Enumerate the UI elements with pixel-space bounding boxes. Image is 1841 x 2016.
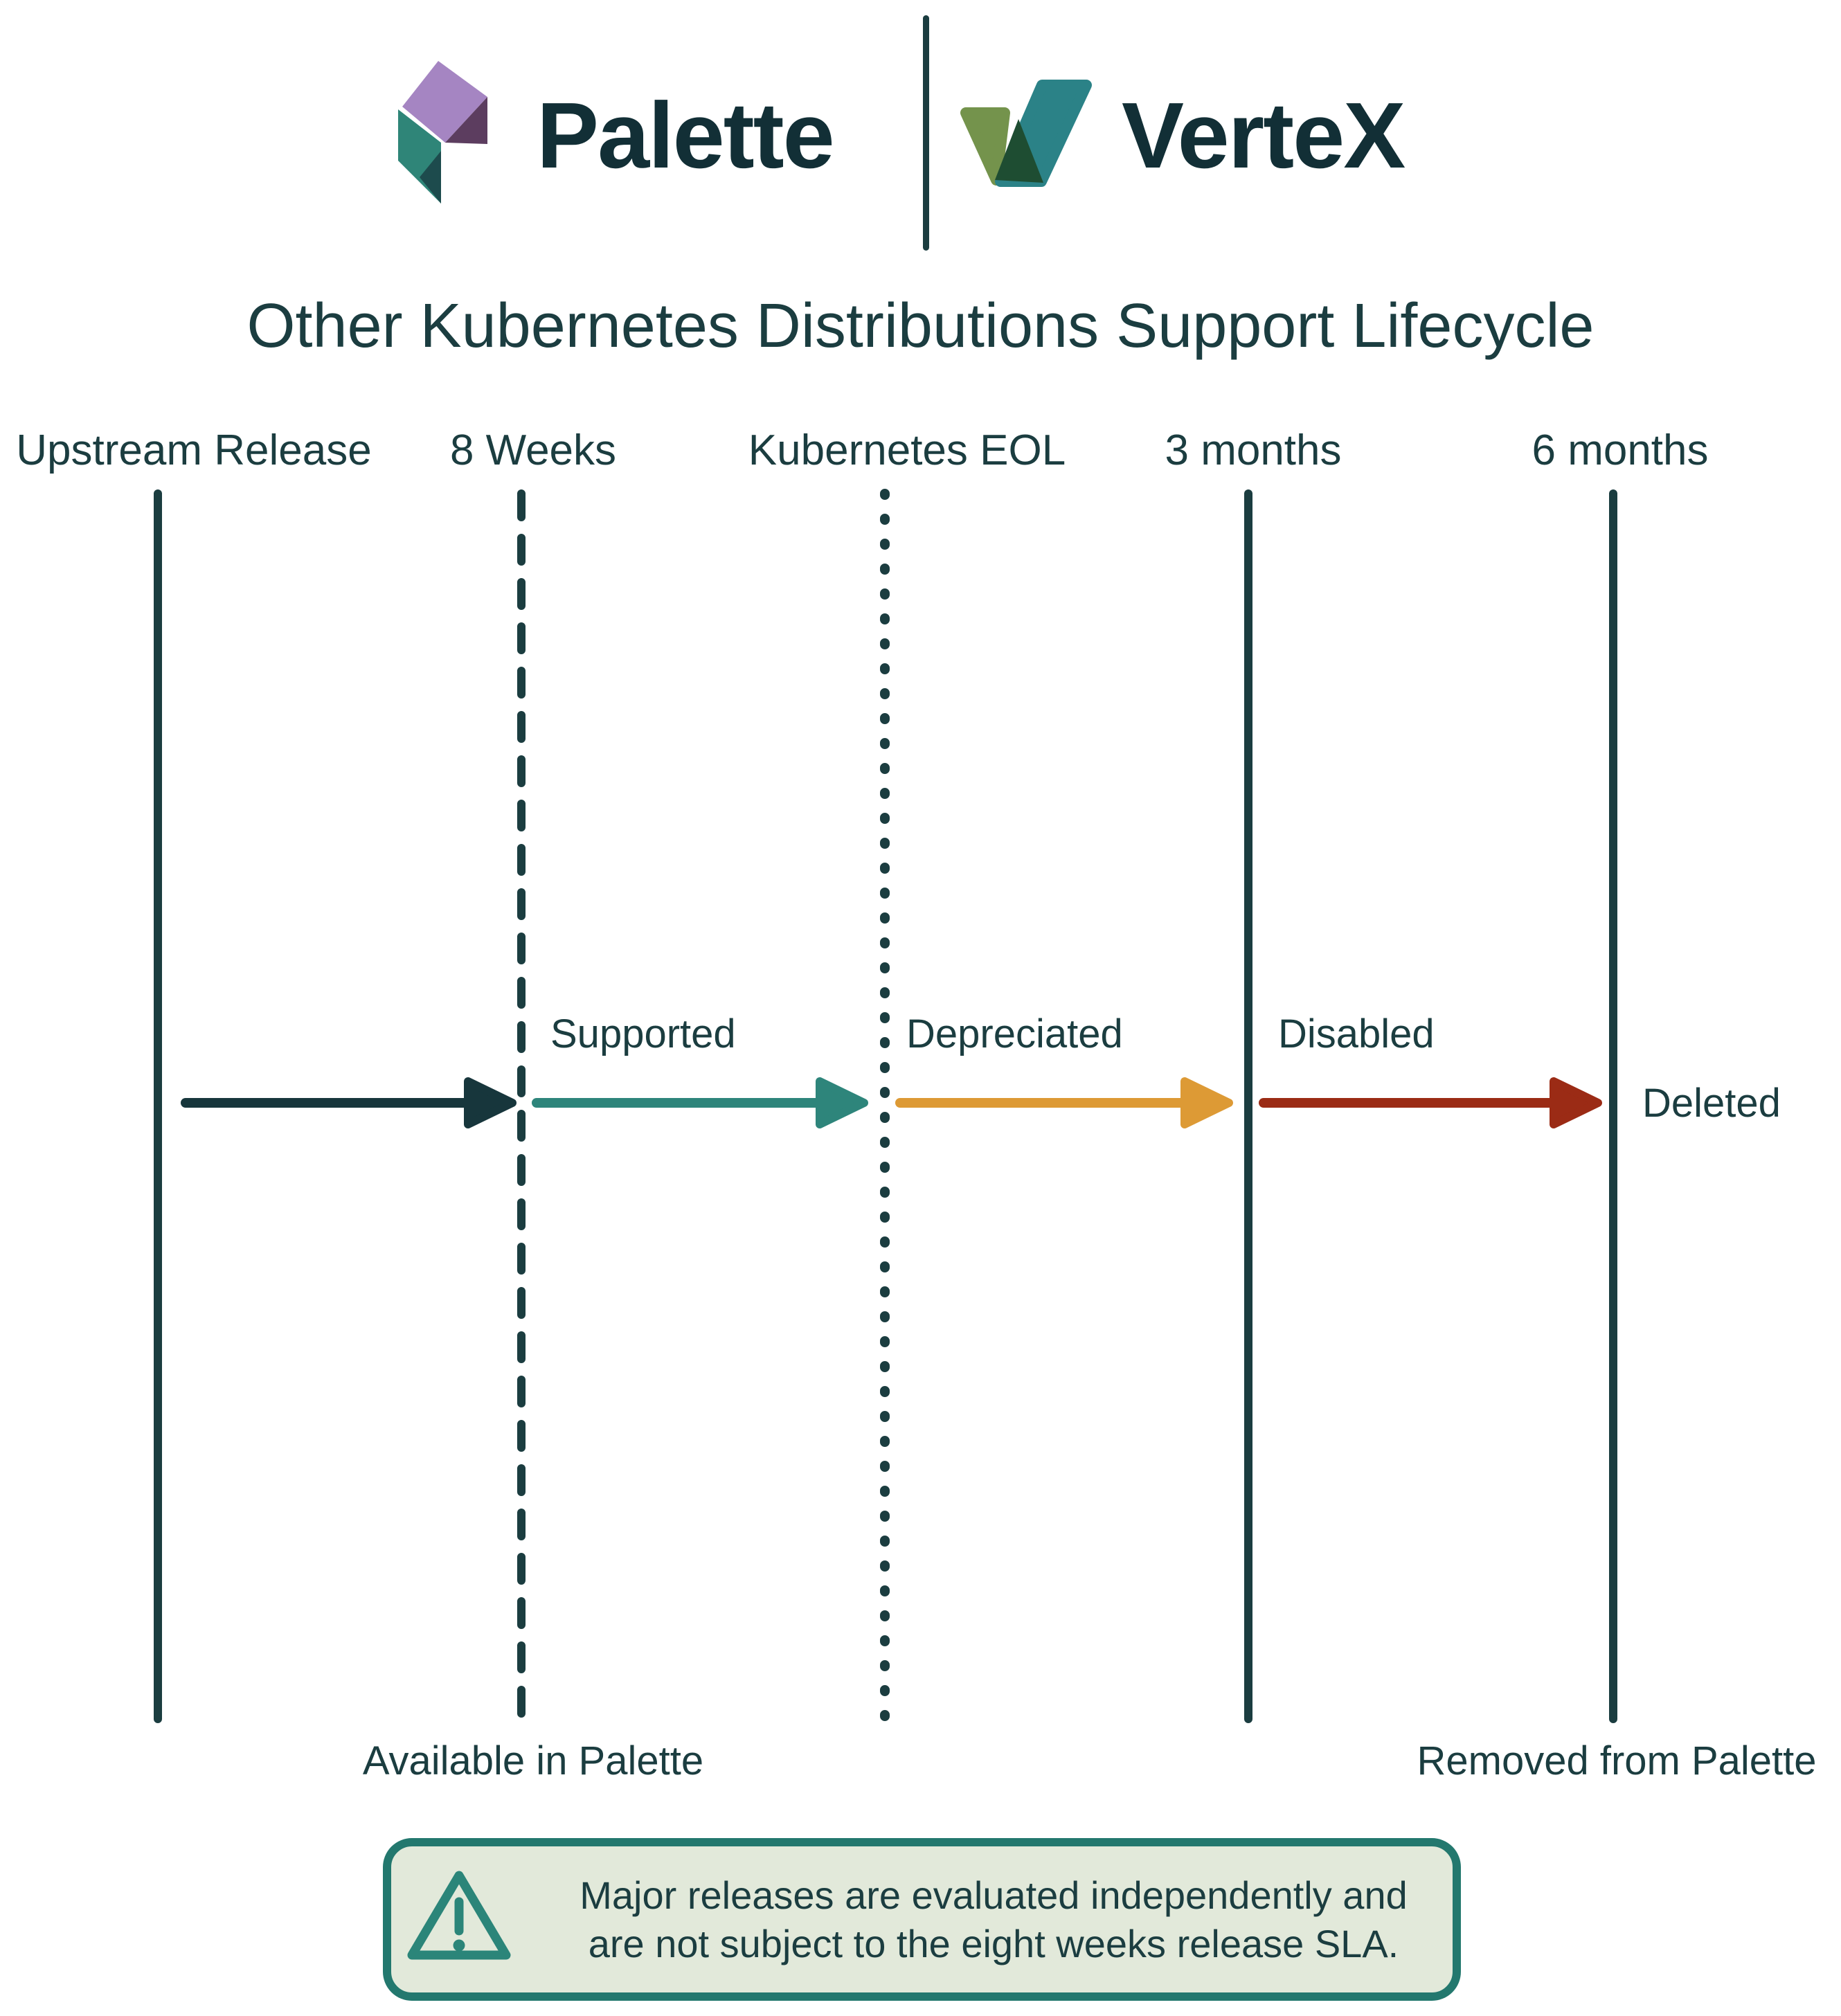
vertex-logo-icon [960,80,1092,187]
vertex-wordmark: VerteX [1122,83,1406,188]
vertex-logo-overlap [995,119,1043,183]
stage-label-deleted: Deleted [1642,1081,1781,1126]
arrow-initial-release [181,1077,517,1128]
milestone-label-3-months: 3 months [1165,426,1342,474]
arrow-depreciated [895,1077,1233,1128]
stage-label-supported: Supported [550,1011,736,1056]
page-title: Other Kubernetes Distributions Support L… [246,291,1595,361]
stage-label-depreciated: Depreciated [906,1011,1123,1056]
note-text-line2: are not subject to the eight weeks relea… [588,1921,1399,1965]
note-text: Major releases are evaluated independent… [537,1838,1451,2001]
milestone-label-6-months: 6 months [1532,426,1709,474]
stage-label-disabled: Disabled [1278,1011,1435,1056]
warning-icon [407,1871,511,1960]
palette-logo-purple-diamond [402,61,487,143]
logo-divider [923,15,929,251]
palette-logo-plum-fold [445,97,487,144]
note-text-line1: Major releases are evaluated independent… [580,1873,1408,1917]
vertex-logo-olive-arm [960,107,1010,186]
milestone-label-upstream-release: Upstream Release [16,426,372,474]
milestone-label-kubernetes-eol: Kubernetes EOL [748,426,1066,474]
milestone-label-8-weeks: 8 Weeks [449,426,617,474]
note-box [383,1838,1461,2001]
palette-wordmark: Palette [537,83,835,188]
palette-logo-teal-fold [420,151,441,204]
availability-label-start: Available in Palette [362,1738,704,1783]
palette-logo-icon [398,61,487,204]
arrow-supported [532,1077,868,1128]
availability-label-end: Removed from Palette [1417,1738,1817,1783]
arrow-disabled [1259,1077,1602,1128]
